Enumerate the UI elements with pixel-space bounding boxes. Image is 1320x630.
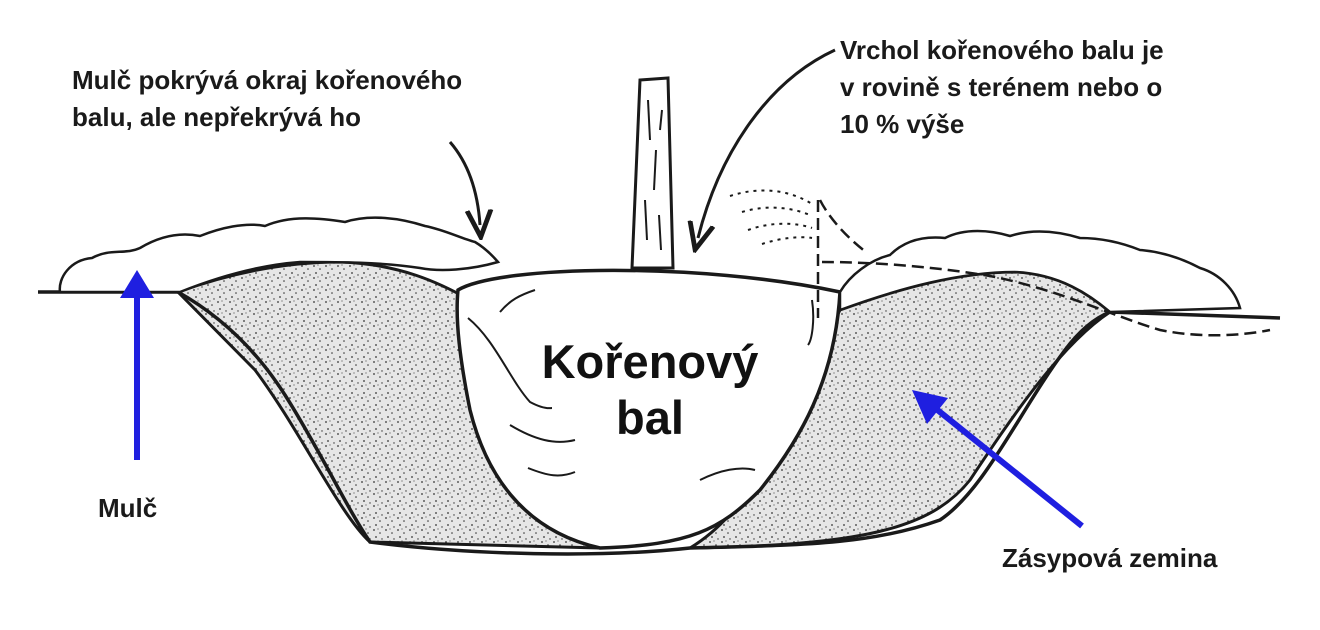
root-ball-folds	[467, 289, 815, 481]
tree-trunk	[630, 76, 675, 270]
mulch-edge-annotation: Mulč pokrývá okraj kořenového balu, ale …	[72, 65, 463, 132]
backfill-label: Zásypová zemina	[1002, 543, 1218, 573]
mulch-left	[58, 216, 501, 294]
watering-hose	[816, 199, 1271, 337]
mulch-right	[838, 229, 1242, 314]
root-ball	[455, 268, 842, 550]
trunk-bark	[644, 99, 663, 251]
planting-pit-outline	[177, 290, 1111, 556]
rootball-top-annotation: Vrchol kořenového balu je v rovině s ter…	[840, 35, 1164, 139]
watering-spray	[729, 189, 813, 245]
mulch-label: Mulč	[98, 493, 158, 523]
rootball-label: Kořenový bal	[541, 335, 759, 444]
rootball-top-pointer	[698, 48, 836, 238]
mulch-edge-pointer	[448, 141, 480, 225]
arrow-icon	[120, 270, 154, 460]
arrow-icon	[912, 390, 1084, 529]
